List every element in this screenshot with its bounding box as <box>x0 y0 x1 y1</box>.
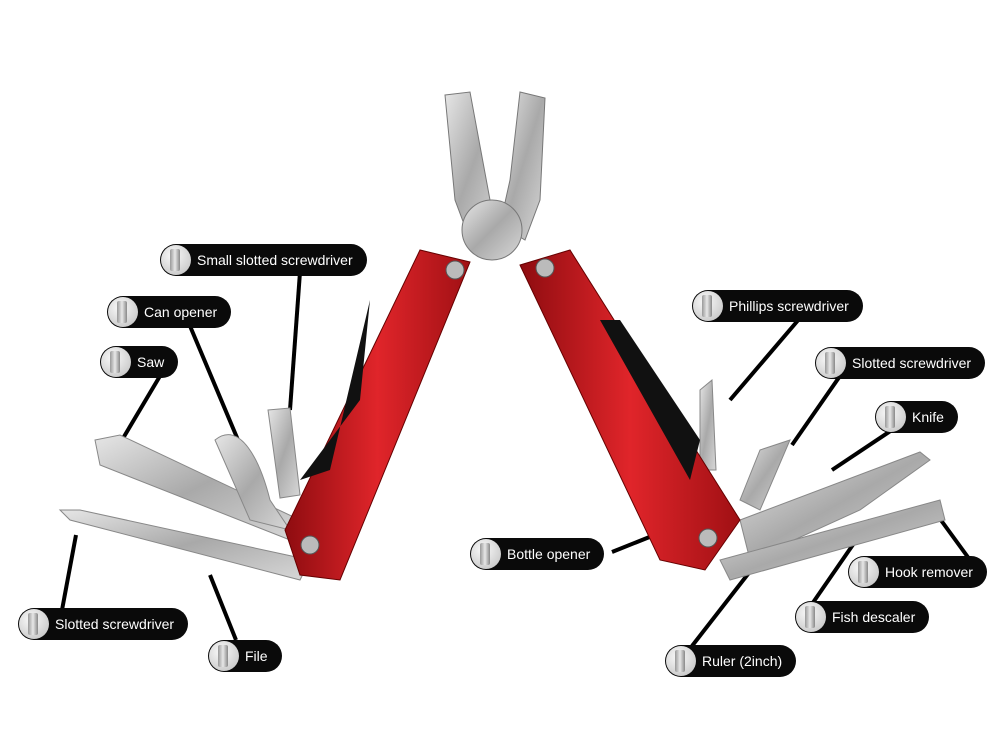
label-slotted-screwdriver-left: Slotted screwdriver <box>18 608 189 640</box>
label-text: Can opener <box>144 304 218 320</box>
label-text: Phillips screwdriver <box>729 298 849 314</box>
label-text: Saw <box>137 354 165 370</box>
label-knife: Knife <box>875 401 958 433</box>
label-fish-descaler: Fish descaler <box>795 601 930 633</box>
right-handle <box>519 249 741 571</box>
label-hook-remover: Hook remover <box>848 556 987 588</box>
label-bottle-opener: Bottle opener <box>470 538 605 570</box>
label-small-slotted-screwdriver: Small slotted screwdriver <box>160 244 367 276</box>
label-text: Ruler (2inch) <box>702 653 783 669</box>
slotted-screwdriver-icon <box>816 348 846 378</box>
label-text: File <box>245 648 268 664</box>
label-file: File <box>208 640 282 672</box>
label-can-opener: Can opener <box>107 296 232 328</box>
hook-remover-icon <box>849 557 879 587</box>
left-tools <box>58 407 311 581</box>
label-text: Bottle opener <box>507 546 591 562</box>
label-text: Hook remover <box>885 564 973 580</box>
label-phillips-screwdriver: Phillips screwdriver <box>692 290 863 322</box>
left-handle <box>284 249 471 581</box>
pliers-jaws <box>444 91 546 261</box>
small-screwdriver-icon <box>161 245 191 275</box>
phillips-screwdriver-icon <box>693 291 723 321</box>
label-text: Slotted screwdriver <box>852 355 972 371</box>
label-saw: Saw <box>100 346 179 378</box>
right-tools <box>699 378 946 581</box>
saw-icon <box>101 347 131 377</box>
leader-lines <box>60 271 972 648</box>
slotted-screwdriver-icon <box>19 609 49 639</box>
label-text: Slotted screwdriver <box>55 616 175 632</box>
ruler-icon <box>666 646 696 676</box>
label-slotted-screwdriver-right: Slotted screwdriver <box>815 347 986 379</box>
label-text: Small slotted screwdriver <box>197 252 353 268</box>
knife-icon <box>876 402 906 432</box>
label-text: Knife <box>912 409 944 425</box>
label-text: Fish descaler <box>832 609 916 625</box>
file-icon <box>209 641 239 671</box>
can-opener-icon <box>108 297 138 327</box>
fish-descaler-icon <box>796 602 826 632</box>
label-ruler: Ruler (2inch) <box>665 645 797 677</box>
bottle-opener-icon <box>471 539 501 569</box>
